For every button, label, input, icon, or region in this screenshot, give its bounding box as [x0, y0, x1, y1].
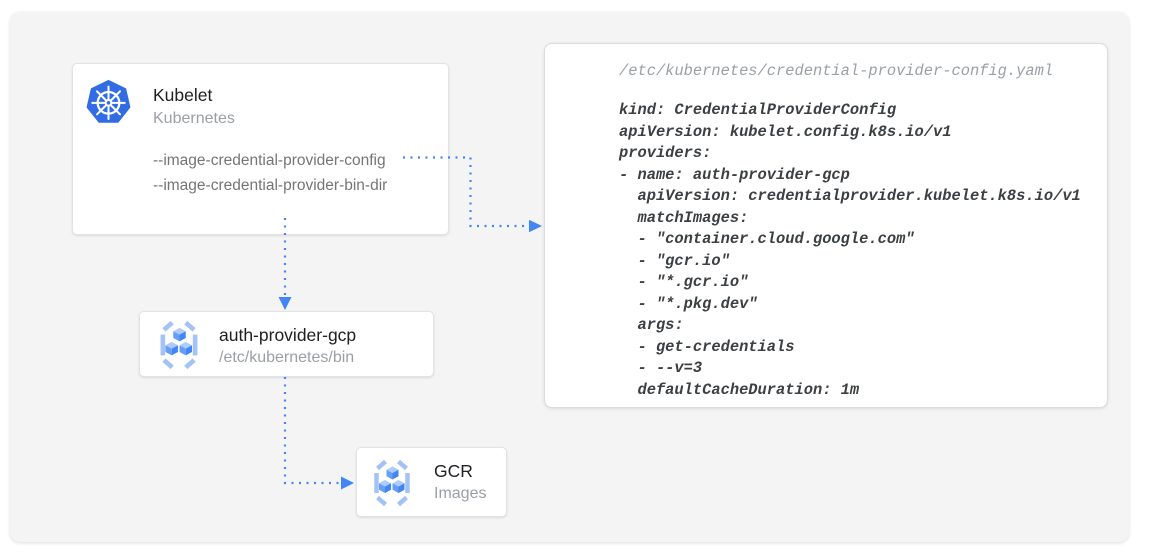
kubelet-subtitle: Kubernetes — [153, 110, 235, 127]
yaml-file-path: /etc/kubernetes/credential-provider-conf… — [619, 62, 1054, 80]
container-registry-icon — [367, 458, 417, 508]
credential-provider-config-panel: /etc/kubernetes/credential-provider-conf… — [544, 43, 1108, 408]
auth-provider-gcp-title: auth-provider-gcp — [219, 325, 357, 345]
auth-provider-gcp-subtitle: /etc/kubernetes/bin — [219, 349, 355, 366]
kubernetes-icon — [86, 79, 131, 124]
auth-provider-gcp-card: auth-provider-gcp /etc/kubernetes/bin — [139, 311, 434, 377]
gcr-subtitle: Images — [434, 485, 487, 502]
gcr-card: GCR Images — [356, 447, 507, 517]
yaml-content: kind: CredentialProviderConfig apiVersio… — [619, 101, 1081, 399]
kubelet-card: Kubelet Kubernetes --image-credential-pr… — [72, 63, 449, 235]
kubelet-flag-credential-provider-bin-dir: --image-credential-provider-bin-dir — [153, 177, 388, 194]
gcr-title: GCR — [434, 461, 473, 481]
kubelet-title: Kubelet — [153, 85, 213, 105]
kubelet-flag-credential-provider-config: --image-credential-provider-config — [153, 152, 386, 169]
container-registry-icon — [153, 319, 205, 371]
